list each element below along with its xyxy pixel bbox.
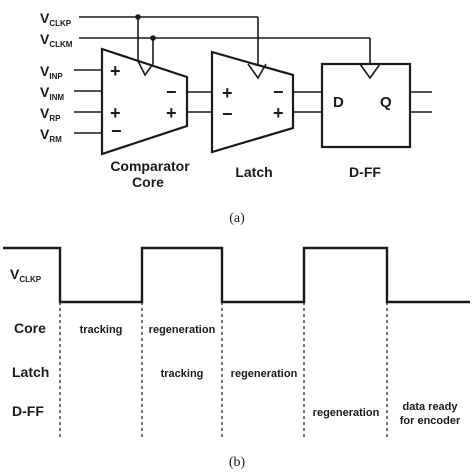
latch-out-minus: −: [273, 82, 284, 102]
latch-in-plus: +: [222, 83, 233, 103]
comparator-core-title-line1: Comparator: [110, 158, 190, 174]
comparator-inp-plus: +: [110, 61, 121, 81]
dff-data-ready-line2: for encoder: [400, 415, 461, 427]
vinm-label: VINM: [40, 84, 64, 102]
core-regeneration-label: regeneration: [149, 324, 216, 336]
vclkm-label: VCLKM: [40, 31, 73, 49]
dff-d-pin: D: [333, 94, 344, 111]
schematic: VCLKP VCLKM VINP VINM VRP VRM + − + − + …: [40, 10, 432, 226]
core-tracking-label: tracking: [80, 324, 123, 336]
latch-block: [210, 50, 295, 154]
vclkp-label: VCLKP: [40, 10, 72, 28]
dff-block: [320, 62, 412, 149]
latch-tracking-label: tracking: [161, 368, 204, 380]
dff-regeneration-label: regeneration: [313, 407, 380, 419]
comparator-core-block: [100, 47, 189, 156]
comparator-rp-plus: +: [110, 103, 121, 123]
latch-title: Latch: [235, 164, 272, 180]
row-label-dff: D-FF: [12, 403, 44, 419]
timing-diagram: VCLKP Core Latch D-FF tracking regenerat…: [3, 246, 470, 470]
latch-out-plus: +: [273, 103, 284, 123]
comparator-rm-minus: −: [111, 121, 122, 141]
comparator-out-plus: +: [166, 103, 177, 123]
vinp-label: VINP: [40, 63, 63, 81]
dff-data-ready-line1: data ready: [402, 401, 458, 413]
vrp-label: VRP: [40, 105, 61, 123]
dff-q-pin: Q: [380, 94, 392, 111]
latch-clock-triangle: [247, 63, 267, 80]
caption-b: (b): [229, 455, 246, 470]
vrm-label: VRM: [40, 126, 62, 144]
row-label-latch: Latch: [12, 364, 49, 380]
latch-in-minus: −: [222, 104, 233, 124]
timing-vclkp-label: VCLKP: [10, 266, 42, 284]
latch-regeneration-label: regeneration: [231, 368, 298, 380]
comparator-out-minus: −: [166, 82, 177, 102]
vclkp-waveform: [3, 246, 470, 304]
comparator-clock-triangle: [137, 60, 154, 77]
row-label-core: Core: [14, 320, 46, 336]
dff-clock-triangle: [359, 63, 381, 80]
dff-title: D-FF: [349, 164, 381, 180]
comparator-core-title-line2: Core: [132, 174, 164, 190]
caption-a: (a): [229, 211, 245, 226]
